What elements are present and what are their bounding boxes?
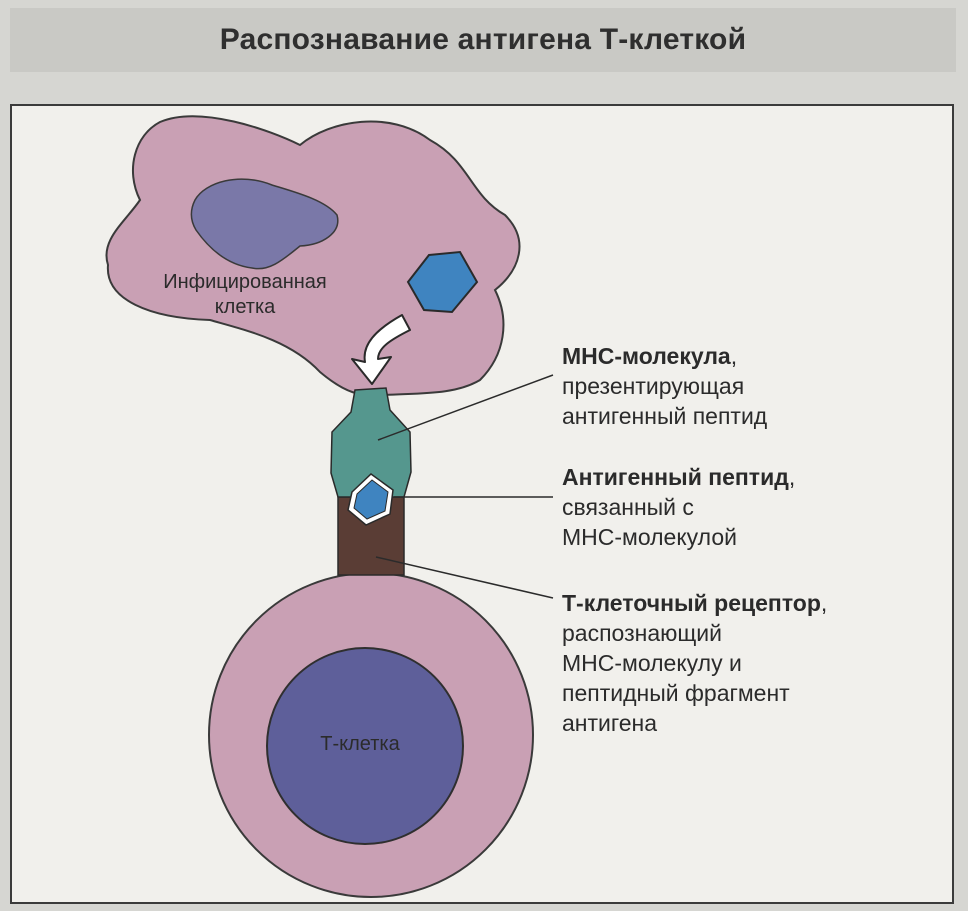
antigen-hexagon — [406, 250, 479, 314]
callout-receptor-suffix: , — [820, 590, 828, 616]
page-title: Распознавание антигена Т-клеткой — [219, 23, 747, 56]
callout-mhc-bold: МНС-молекула — [562, 343, 731, 369]
infected-cell-nucleus — [190, 178, 339, 270]
infected-cell-label-line1: Инфицированная — [163, 271, 327, 293]
t-cell-nucleus — [266, 647, 464, 845]
curved-arrow-down-icon — [351, 314, 411, 385]
leader-line-mhc — [377, 374, 554, 441]
callout-receptor-line2: МНС-молекулу и — [562, 650, 742, 676]
callout-receptor-line1: распознающий — [562, 620, 722, 646]
t-cell-label-text: Т-клетка — [320, 733, 400, 755]
antigenic-peptide-core — [353, 479, 389, 520]
callout-receptor-line3: пептидный фрагмент — [562, 680, 790, 706]
leader-line-receptor — [375, 556, 554, 599]
callout-peptide-suffix: , — [788, 464, 796, 490]
callout-peptide-line2: МНС-молекулой — [562, 524, 737, 550]
infected-cell-label: Инфицированная клетка — [130, 270, 360, 320]
callout-peptide-bold: Антигенный пептид — [562, 464, 789, 490]
callout-mhc-molecule: МНС-молекула, презентирующая антигенный … — [562, 341, 767, 431]
callout-receptor-bold: Т-клеточный рецептор — [562, 590, 821, 616]
callout-t-cell-receptor: Т-клеточный рецептор, распознающий МНС-м… — [562, 588, 827, 738]
infected-cell-label-line2: клетка — [214, 296, 276, 318]
callout-mhc-line1: презентирующая — [562, 373, 745, 399]
callout-peptide-line1: связанный с — [562, 494, 694, 520]
title-bar: Распознавание антигена Т-клеткой — [10, 8, 956, 72]
callout-receptor-line4: антигена — [562, 710, 658, 736]
t-cell-label: Т-клетка — [295, 732, 425, 757]
callout-receptor-heading: Т-клеточный рецептор, — [562, 588, 827, 618]
callout-antigenic-peptide: Антигенный пептид, связанный с МНС-молек… — [562, 462, 795, 552]
callout-mhc-suffix: , — [730, 343, 738, 369]
callout-mhc-line2: антигенный пептид — [562, 403, 768, 429]
callout-mhc-heading: МНС-молекула, — [562, 341, 767, 371]
callout-peptide-heading: Антигенный пептид, — [562, 462, 795, 492]
